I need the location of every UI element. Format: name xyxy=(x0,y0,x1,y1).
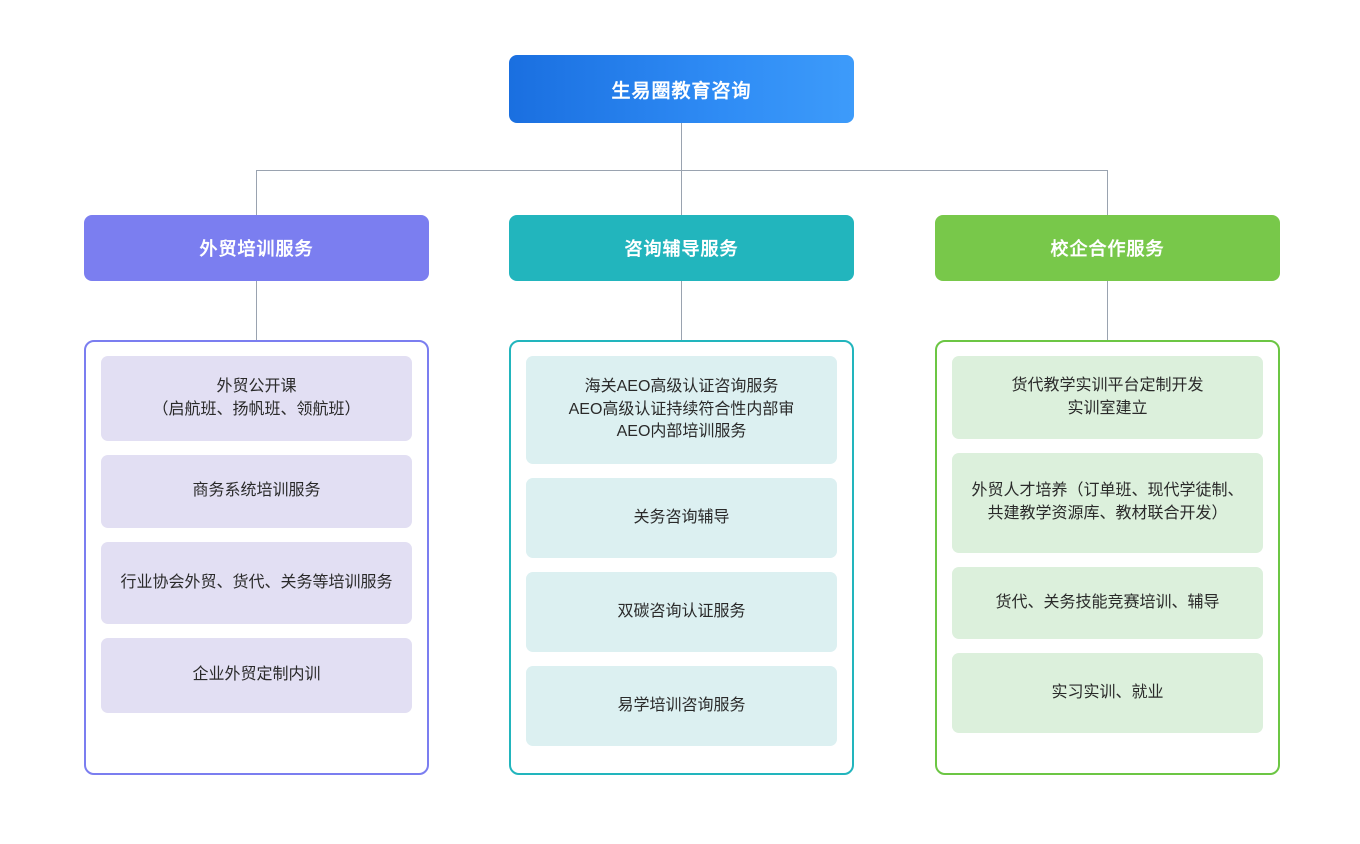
list-item[interactable]: 货代教学实训平台定制开发 实训室建立 xyxy=(952,356,1263,439)
list-item[interactable]: 双碳咨询认证服务 xyxy=(526,572,837,652)
items-container-1: 海关AEO高级认证咨询服务 AEO高级认证持续符合性内部审 AEO内部培训服务 … xyxy=(509,340,854,775)
connector-drop-column-0 xyxy=(256,170,257,216)
connector-drop-column-1 xyxy=(681,170,682,216)
list-item[interactable]: 外贸公开课 （启航班、扬帆班、领航班） xyxy=(101,356,412,441)
list-item[interactable]: 海关AEO高级认证咨询服务 AEO高级认证持续符合性内部审 AEO内部培训服务 xyxy=(526,356,837,464)
list-item[interactable]: 关务咨询辅导 xyxy=(526,478,837,558)
connector-header-to-items-1 xyxy=(681,281,682,341)
column-foreign-trade-training: 外贸培训服务 外贸公开课 （启航班、扬帆班、领航班） 商务系统培训服务 行业协会… xyxy=(84,215,429,775)
root-node[interactable]: 生易圈教育咨询 xyxy=(509,55,854,123)
list-item[interactable]: 商务系统培训服务 xyxy=(101,455,412,528)
connector-header-to-items-0 xyxy=(256,281,257,341)
category-header-2[interactable]: 校企合作服务 xyxy=(935,215,1280,281)
connector-header-to-items-2 xyxy=(1107,281,1108,341)
list-item[interactable]: 行业协会外贸、货代、关务等培训服务 xyxy=(101,542,412,624)
column-consulting-services: 咨询辅导服务 海关AEO高级认证咨询服务 AEO高级认证持续符合性内部审 AEO… xyxy=(509,215,854,775)
root-node-label: 生易圈教育咨询 xyxy=(611,80,752,102)
list-item[interactable]: 货代、关务技能竞赛培训、辅导 xyxy=(952,567,1263,639)
category-header-0[interactable]: 外贸培训服务 xyxy=(84,215,429,281)
items-container-2: 货代教学实训平台定制开发 实训室建立 外贸人才培养（订单班、现代学徒制、共建教学… xyxy=(935,340,1280,775)
list-item[interactable]: 企业外贸定制内训 xyxy=(101,638,412,713)
category-header-label-2: 校企合作服务 xyxy=(1050,239,1165,259)
items-container-0: 外贸公开课 （启航班、扬帆班、领航班） 商务系统培训服务 行业协会外贸、货代、关… xyxy=(84,340,429,775)
list-item[interactable]: 外贸人才培养（订单班、现代学徒制、共建教学资源库、教材联合开发） xyxy=(952,453,1263,553)
connector-drop-column-2 xyxy=(1107,170,1108,216)
category-header-1[interactable]: 咨询辅导服务 xyxy=(509,215,854,281)
list-item[interactable]: 易学培训咨询服务 xyxy=(526,666,837,746)
category-header-label-0: 外贸培训服务 xyxy=(199,239,314,259)
column-school-enterprise-cooperation: 校企合作服务 货代教学实训平台定制开发 实训室建立 外贸人才培养（订单班、现代学… xyxy=(935,215,1280,775)
list-item[interactable]: 实习实训、就业 xyxy=(952,653,1263,733)
connector-horizontal-bus xyxy=(256,170,1107,171)
category-header-label-1: 咨询辅导服务 xyxy=(624,239,739,259)
connector-root-drop xyxy=(681,123,682,171)
